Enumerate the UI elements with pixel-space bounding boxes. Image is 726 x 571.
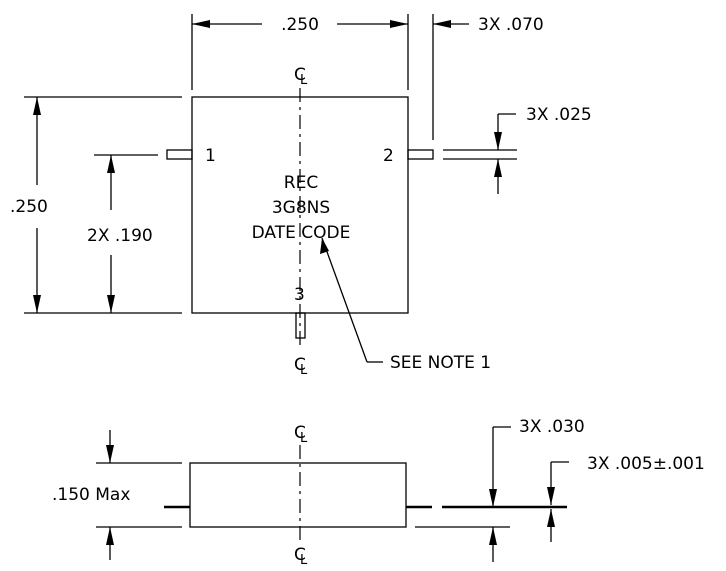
dim-pin-offset	[94, 154, 158, 313]
dim-side-height-label: .150 Max	[52, 485, 130, 505]
lead-1	[166, 149, 193, 160]
dim-lead-thickness-label: 3X .025	[526, 105, 592, 125]
svg-text:C: C	[294, 545, 306, 565]
dim-height	[24, 96, 182, 314]
dim-height-label: .250	[10, 197, 48, 217]
svg-text:C: C	[294, 65, 306, 85]
dim-lead-tolerance-label: 3X .005±.001	[587, 454, 705, 474]
top-view: C L C L 1 2 3 REC 3G8NS DATE CODE SEE NO…	[10, 14, 592, 378]
dim-pin-offset-label: 2X .190	[87, 226, 153, 246]
centerline-symbol-bottom: C L	[294, 355, 308, 378]
svg-text:C: C	[294, 355, 306, 375]
dim-lead-width	[432, 14, 469, 140]
lead-2	[407, 149, 434, 160]
dim-side-height	[96, 430, 182, 560]
marking-line-1: REC	[284, 173, 318, 193]
dim-width-label: .250	[281, 15, 319, 35]
svg-text:L: L	[300, 553, 308, 568]
dim-lead-length	[415, 426, 511, 562]
pin-label-3: 3	[294, 285, 305, 305]
svg-text:L: L	[300, 73, 308, 88]
package-body-side	[189, 462, 407, 528]
marking-line-3: DATE CODE	[252, 223, 351, 243]
note-callout: SEE NOTE 1	[390, 353, 491, 373]
centerline-symbol-side-top: C L	[294, 423, 308, 446]
pin-label-2: 2	[383, 146, 394, 166]
dim-lead-width-label: 3X .070	[478, 15, 544, 35]
dim-lead-thickness	[443, 113, 517, 194]
dim-lead-tolerance	[547, 461, 569, 542]
dim-width	[191, 14, 409, 90]
note-leader	[320, 237, 383, 363]
svg-text:L: L	[300, 431, 308, 446]
svg-text:C: C	[294, 423, 306, 443]
marking-line-2: 3G8NS	[272, 198, 330, 218]
svg-text:L: L	[300, 363, 308, 378]
side-view: C L C L .150 Max 3X .030	[52, 417, 705, 568]
pin-label-1: 1	[205, 146, 216, 166]
dim-lead-length-label: 3X .030	[519, 417, 585, 437]
centerline-symbol-top: C L	[294, 65, 308, 88]
centerline-symbol-side-bottom: C L	[294, 545, 308, 568]
